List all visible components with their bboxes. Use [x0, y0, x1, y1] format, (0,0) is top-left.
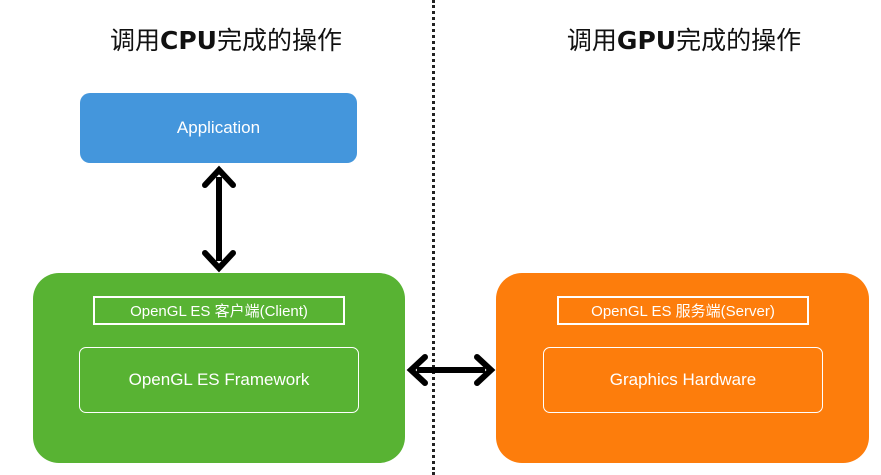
client-label-box: OpenGL ES 客户端(Client): [93, 296, 345, 325]
server-label-box: OpenGL ES 服务端(Server): [557, 296, 809, 325]
hardware-label: Graphics Hardware: [609, 370, 757, 389]
heading-gpu-prefix: 调用: [566, 26, 617, 55]
application-label: Application: [176, 118, 261, 137]
heading-cpu-prefix: 调用: [109, 26, 160, 55]
client-label: OpenGL ES 客户端(Client): [130, 303, 308, 320]
horizontal-double-arrow-icon: [406, 354, 496, 386]
framework-box: OpenGL ES Framework: [79, 347, 359, 413]
center-divider: [432, 0, 435, 475]
hardware-box: Graphics Hardware: [543, 347, 823, 413]
vertical-double-arrow-icon: [202, 165, 236, 273]
heading-cpu: 调用CPU完成的操作: [96, 24, 356, 58]
heading-cpu-suffix: 完成的操作: [216, 26, 342, 55]
framework-label: OpenGL ES Framework: [128, 370, 310, 389]
heading-cpu-bold: CPU: [160, 26, 217, 55]
heading-gpu-suffix: 完成的操作: [676, 26, 802, 55]
server-label: OpenGL ES 服务端(Server): [591, 303, 775, 320]
heading-gpu-bold: GPU: [616, 26, 677, 55]
heading-gpu: 调用GPU完成的操作: [554, 24, 814, 58]
application-box: Application: [80, 93, 357, 163]
